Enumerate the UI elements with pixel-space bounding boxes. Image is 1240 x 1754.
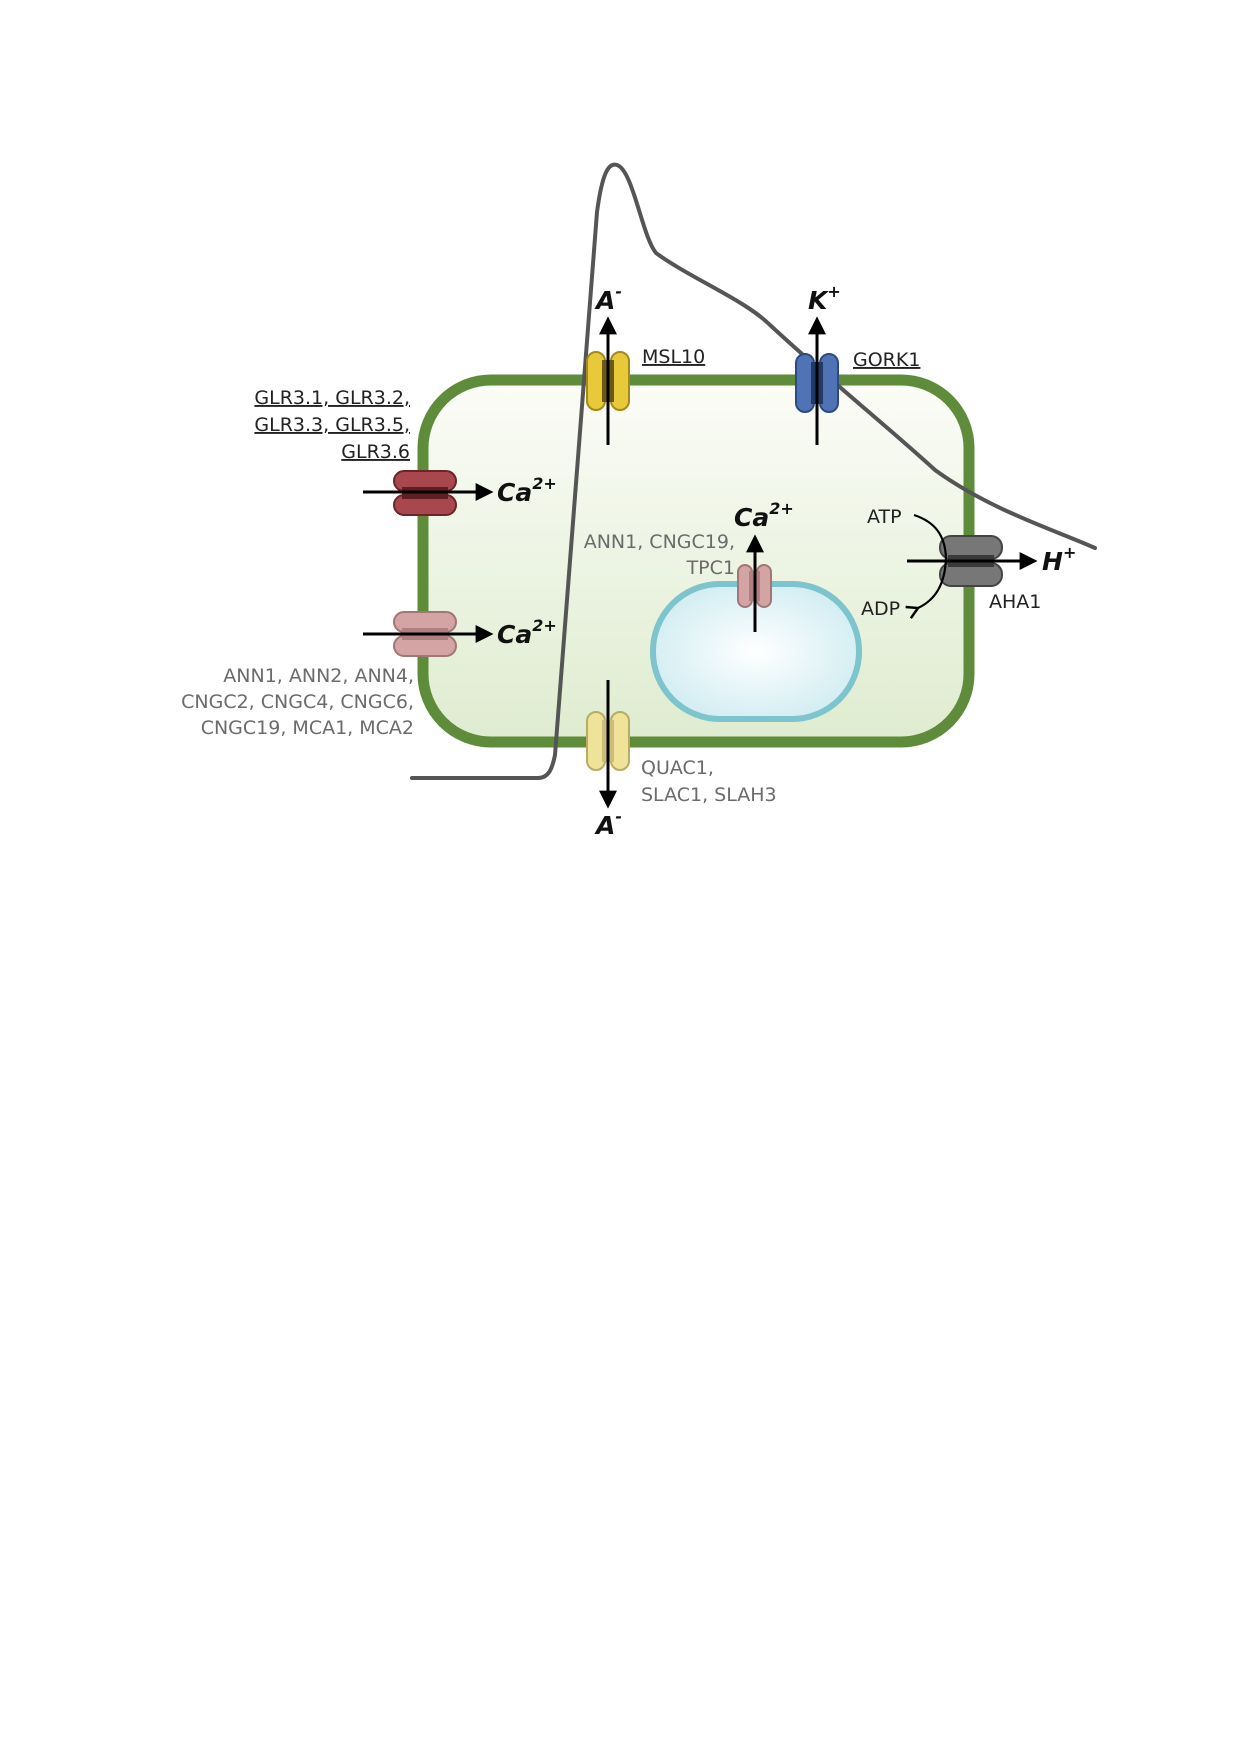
- vacuole-channel-label-line1: ANN1, CNGC19,: [584, 531, 735, 553]
- atp-hydrolysis-arrow: [905, 513, 948, 619]
- aha1-label: AHA1: [989, 591, 1041, 613]
- proton-label: H+: [1042, 543, 1076, 576]
- anion-bottom-label: A-: [594, 807, 622, 840]
- potassium-label: K+: [808, 282, 841, 315]
- glr-label-line3: GLR3.6: [341, 441, 410, 463]
- quac-label-line1: QUAC1,: [641, 757, 714, 779]
- vacuole-channel-label-line2: TPC1: [686, 557, 735, 579]
- quac-label-line2: SLAC1, SLAH3: [641, 784, 777, 806]
- ann-label-line2: CNGC2, CNGC4, CNGC6,: [181, 691, 414, 713]
- action-potential-trace: [410, 162, 1097, 780]
- atp-label: ATP: [867, 506, 902, 528]
- anion-top-label: A-: [594, 282, 622, 315]
- calcium-label-ann: Ca2+: [497, 616, 557, 649]
- ann-label-line3: CNGC19, MCA1, MCA2: [201, 717, 414, 739]
- calcium-label-glr: Ca2+: [497, 474, 557, 507]
- adp-label: ADP: [861, 598, 900, 620]
- glr-label-line2: GLR3.3, GLR3.5,: [254, 414, 410, 436]
- gork1-label: GORK1: [853, 349, 920, 371]
- ann-label-line1: ANN1, ANN2, ANN4,: [223, 665, 414, 687]
- vacuole-calcium-label: Ca2+: [734, 499, 794, 532]
- msl10-label: MSL10: [642, 346, 705, 368]
- ann-cngc-channel: [393, 611, 457, 657]
- glr-label-line1: GLR3.1, GLR3.2,: [254, 387, 410, 409]
- quac-slac-channel: [586, 711, 630, 771]
